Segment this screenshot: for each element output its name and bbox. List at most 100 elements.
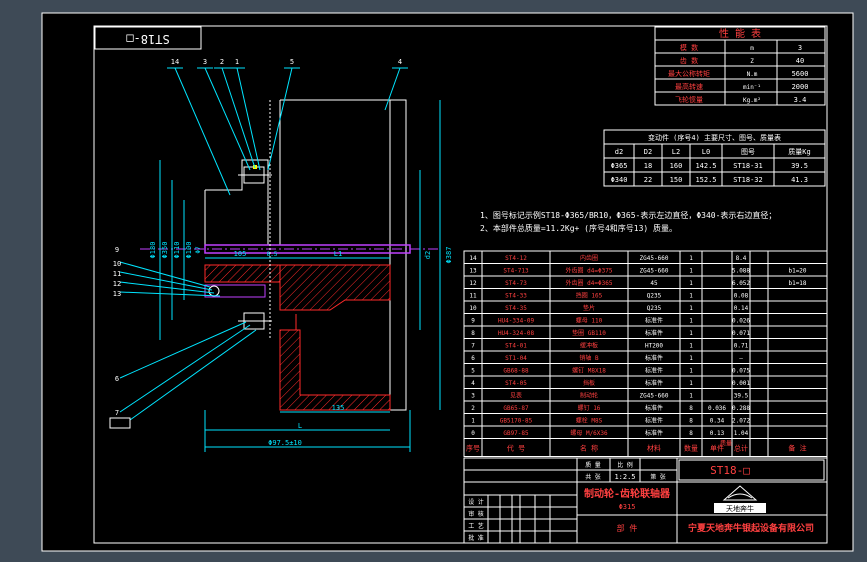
- dim-100: Φ100: [185, 242, 193, 259]
- dim-d2: d2: [424, 251, 432, 259]
- bom-cell: —: [739, 355, 743, 362]
- performance-name: 最高转速: [675, 82, 703, 91]
- bom-cell: 10: [469, 305, 477, 312]
- bom-cell: 1: [689, 368, 693, 375]
- bom-cell: 0.08: [734, 293, 749, 300]
- bom-cell: 1: [689, 343, 693, 350]
- variant-cell: 39.5: [791, 162, 808, 170]
- bom-cell: 0.34: [710, 418, 725, 425]
- bom-cell: b1=18: [788, 280, 806, 287]
- bom-cell: HT200: [645, 343, 663, 350]
- bom-cell: 12: [469, 280, 477, 287]
- bom-cell: 0.026: [732, 318, 750, 325]
- bom-cell: GB65-87: [503, 405, 529, 412]
- balloon-label: 7: [115, 409, 119, 417]
- bom-cell: 5.088: [732, 268, 750, 275]
- bom-cell: GB97-85: [503, 430, 529, 437]
- bom-cell: 螺钉 16: [578, 404, 601, 412]
- bom-cell: 45: [650, 280, 658, 287]
- part-sub: Φ315: [619, 503, 636, 511]
- variant-cell: 22: [644, 176, 652, 184]
- balloon-label: 1: [235, 58, 239, 66]
- performance-name: 飞轮惯量: [675, 95, 703, 104]
- sign-row-label: 审 核: [468, 510, 484, 518]
- variant-cell: Φ340: [611, 176, 628, 184]
- sheet-label: 共 张: [585, 473, 601, 481]
- bom-cell: 8: [471, 330, 475, 337]
- performance-value: 2000: [792, 83, 809, 91]
- performance-unit: Kg.m²: [743, 97, 761, 104]
- bom-cell: GB68-88: [503, 368, 529, 375]
- note-1: 1、图号标记示例ST18-Φ365/BR10，Φ365-表示左边直径，Φ340-…: [480, 210, 776, 220]
- performance-value: 40: [796, 57, 804, 65]
- bom-cell: 6.052: [732, 280, 750, 287]
- balloon-label: 12: [113, 280, 121, 288]
- brake-wheel-rim: [389, 99, 407, 411]
- bom-cell: 标准件: [645, 404, 663, 412]
- bom-cell: 3: [471, 393, 475, 400]
- variant-table-title: 变动件 (序号4) 主要尺寸、图号、质量表: [648, 133, 781, 142]
- sheet-background: [41, 12, 854, 552]
- bom-cell: 2.072: [732, 418, 750, 425]
- bom-cell: 螺栓 M8S: [576, 417, 603, 425]
- assembly-label: 部 件: [617, 523, 638, 533]
- balloon-label: 4: [398, 58, 402, 66]
- balloon-label: 11: [113, 270, 121, 278]
- bom-cell: 标准件: [645, 317, 663, 325]
- bom-cell: ST1-04: [505, 355, 527, 362]
- bom-cell: 螺钉 M8X18: [572, 367, 606, 375]
- performance-name: 齿 数: [680, 56, 698, 65]
- variant-cell: 152.5: [695, 176, 716, 184]
- bom-cell: 标准件: [645, 329, 663, 337]
- bom-cell: 螺母 M/6X36: [570, 429, 608, 437]
- bom-cell: 7: [471, 343, 475, 350]
- variant-header: L0: [702, 148, 710, 156]
- bom-cell: 标准件: [645, 429, 663, 437]
- bom-header: 材料: [647, 444, 661, 453]
- balloon-label: 13: [113, 290, 121, 298]
- bom-cell: 缓冲板: [580, 342, 598, 350]
- corner-tag: ST18-□: [94, 26, 202, 50]
- bom-cell: 8: [689, 430, 693, 437]
- bom-cell: 11: [469, 293, 477, 300]
- performance-unit: min⁻¹: [743, 84, 761, 91]
- sheet-of: 第 张: [650, 473, 666, 481]
- bom-cell: 1: [689, 380, 693, 387]
- bom-cell: 标准件: [645, 354, 663, 362]
- bom-cell: 1: [689, 268, 693, 275]
- bom-cell: 1: [689, 393, 693, 400]
- lower-hub-section: [279, 329, 391, 411]
- bom-cell: 垫圈 GB110: [572, 329, 606, 337]
- dimensions: [159, 100, 441, 452]
- performance-name: 最大公称转矩: [668, 69, 710, 78]
- logo-text: 天地奔牛: [726, 504, 754, 513]
- part-name: 制动轮-齿轮联轴器: [584, 487, 671, 500]
- variant-cell: 18: [644, 162, 652, 170]
- leader-lines: [119, 67, 401, 421]
- bom-cell: 0: [471, 430, 475, 437]
- bom-cell: 0.001: [732, 380, 750, 387]
- balloon-label: 6: [115, 375, 119, 383]
- bom-cell: 1: [471, 418, 475, 425]
- bom-header: 单件: [710, 444, 724, 453]
- variant-cell: ST18-31: [733, 162, 763, 170]
- title-block: 质 量 比 例 1:2.5 共 张 第 张 制动轮-齿轮联轴器 Φ315 部 件…: [463, 457, 828, 544]
- bom-cell: 1: [689, 355, 693, 362]
- bom-cell: 外齿圈 d4=Φ375: [566, 267, 613, 275]
- bom-cell: 13: [469, 268, 477, 275]
- bom-cell: 9: [471, 318, 475, 325]
- corner-tag-text: ST18-□: [126, 32, 169, 46]
- bom-cell: 1: [689, 318, 693, 325]
- performance-unit: Z: [750, 58, 754, 65]
- dim-350: Φ350: [161, 242, 169, 259]
- bom-cell: 8.4: [736, 255, 747, 262]
- performance-table-title: 性 能 表: [719, 27, 761, 40]
- bom-cell: 1: [689, 330, 693, 337]
- bom-cell: 垫片: [583, 304, 595, 312]
- bom-cell: 39.5: [734, 393, 749, 400]
- note-2: 2、本部件总质量=11.2Kg+ (序号4和序号13) 质量。: [480, 223, 677, 233]
- performance-unit: m: [750, 45, 754, 52]
